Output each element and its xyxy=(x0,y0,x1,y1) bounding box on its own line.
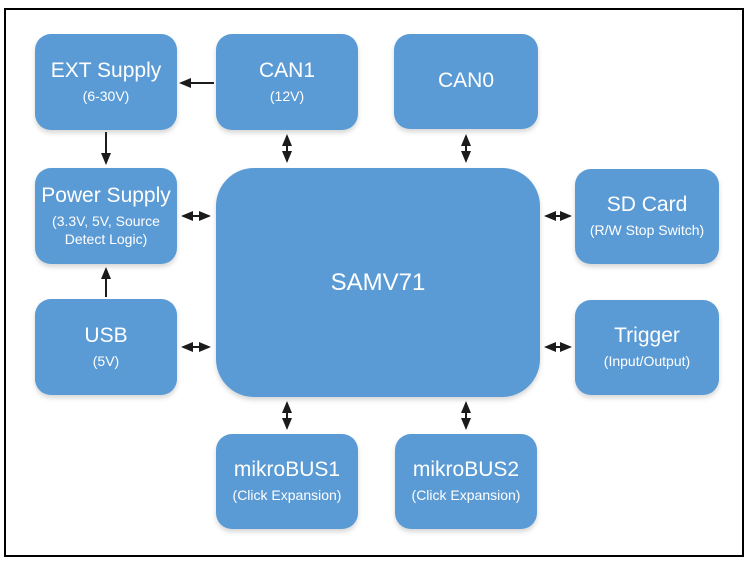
block-title: CAN0 xyxy=(437,69,495,93)
block-ext-supply: EXT Supply (6-30V) xyxy=(35,34,177,130)
diagram-border xyxy=(4,8,744,557)
block-subtitle: (Click Expansion) xyxy=(232,487,342,504)
block-trigger: Trigger (Input/Output) xyxy=(575,300,719,395)
block-subtitle: (Click Expansion) xyxy=(411,487,521,504)
block-title: USB xyxy=(84,323,128,347)
block-power-supply: Power Supply (3.3V, 5V, Source Detect Lo… xyxy=(35,168,177,264)
block-title: mikroBUS1 xyxy=(233,458,341,482)
block-can1: CAN1 (12V) xyxy=(216,34,358,130)
block-title: mikroBUS2 xyxy=(412,458,520,482)
block-subtitle: (12V) xyxy=(269,87,305,104)
block-title: EXT Supply xyxy=(50,58,162,82)
block-subtitle: (6-30V) xyxy=(82,87,130,104)
block-title: SD Card xyxy=(606,193,688,217)
block-title: Trigger xyxy=(614,324,680,348)
block-subtitle: (3.3V, 5V, Source Detect Logic) xyxy=(52,213,160,247)
block-mikrobus1: mikroBUS1 (Click Expansion) xyxy=(216,434,358,529)
block-title: CAN1 xyxy=(258,58,316,82)
block-usb: USB (5V) xyxy=(35,299,177,395)
block-mikrobus2: mikroBUS2 (Click Expansion) xyxy=(395,434,537,529)
block-subtitle: (Input/Output) xyxy=(603,353,691,370)
block-title: Power Supply xyxy=(41,183,171,207)
block-samv71: SAMV71 xyxy=(216,168,540,397)
block-title: SAMV71 xyxy=(330,268,426,296)
block-sd-card: SD Card (R/W Stop Switch) xyxy=(575,169,719,264)
block-can0: CAN0 xyxy=(394,34,538,129)
block-subtitle: (R/W Stop Switch) xyxy=(589,222,705,239)
block-subtitle: (5V) xyxy=(92,352,120,369)
